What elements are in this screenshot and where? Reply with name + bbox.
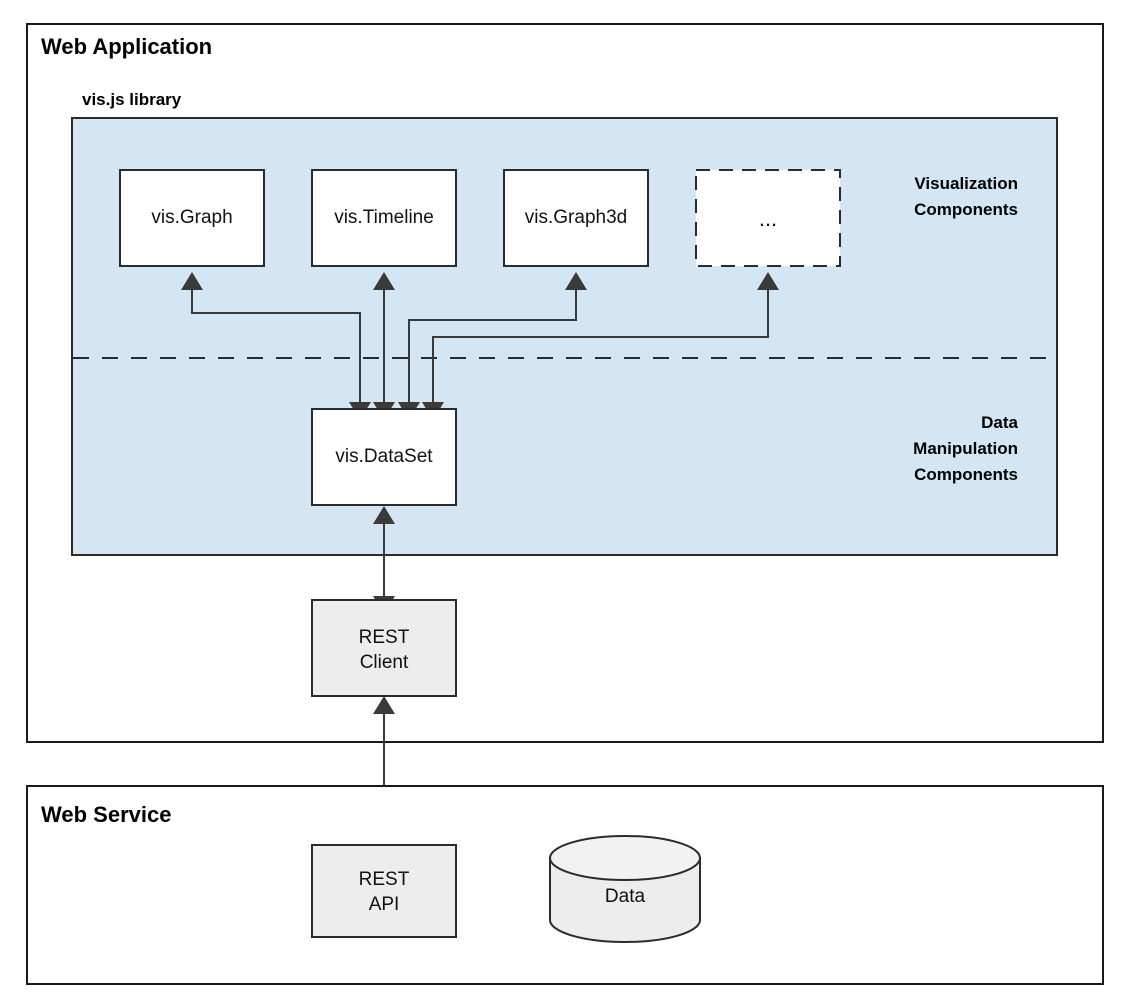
- connector-dataset-more: [422, 272, 779, 420]
- node-rest-api[interactable]: REST API: [311, 844, 457, 938]
- node-vis-graph3d[interactable]: vis.Graph3d: [503, 169, 649, 267]
- web-application-title: Web Application: [41, 34, 212, 59]
- node-vis-graph3d-label: vis.Graph3d: [525, 207, 627, 228]
- node-data-store-label: Data: [605, 886, 646, 907]
- node-vis-timeline-label: vis.Timeline: [334, 207, 434, 228]
- node-more-components-label: ...: [759, 206, 777, 231]
- node-vis-graph[interactable]: vis.Graph: [119, 169, 265, 267]
- node-data-store[interactable]: Data: [549, 835, 701, 943]
- node-rest-client[interactable]: REST Client: [311, 599, 457, 697]
- node-rest-client-label-line1: REST: [359, 627, 410, 648]
- node-more-components[interactable]: ...: [695, 169, 841, 267]
- node-vis-timeline[interactable]: vis.Timeline: [311, 169, 457, 267]
- node-rest-client-label-line2: Client: [360, 652, 409, 673]
- node-vis-dataset[interactable]: vis.DataSet: [311, 408, 457, 506]
- node-rest-api-label-line1: REST: [359, 869, 410, 890]
- data-manipulation-label-line1: Data: [981, 413, 1018, 432]
- node-vis-graph-label: vis.Graph: [151, 207, 232, 228]
- web-service-title: Web Service: [41, 802, 171, 827]
- visualization-components-label-line2: Components: [914, 200, 1018, 219]
- data-manipulation-label-line3: Components: [914, 465, 1018, 484]
- data-manipulation-label-line2: Manipulation: [913, 439, 1018, 458]
- visualization-components-label-line1: Visualization: [914, 174, 1018, 193]
- vis-js-library-title: vis.js library: [82, 90, 182, 109]
- connector-dataset-graph: [181, 272, 371, 420]
- node-rest-api-label-line2: API: [369, 894, 400, 915]
- node-vis-dataset-label: vis.DataSet: [335, 446, 433, 467]
